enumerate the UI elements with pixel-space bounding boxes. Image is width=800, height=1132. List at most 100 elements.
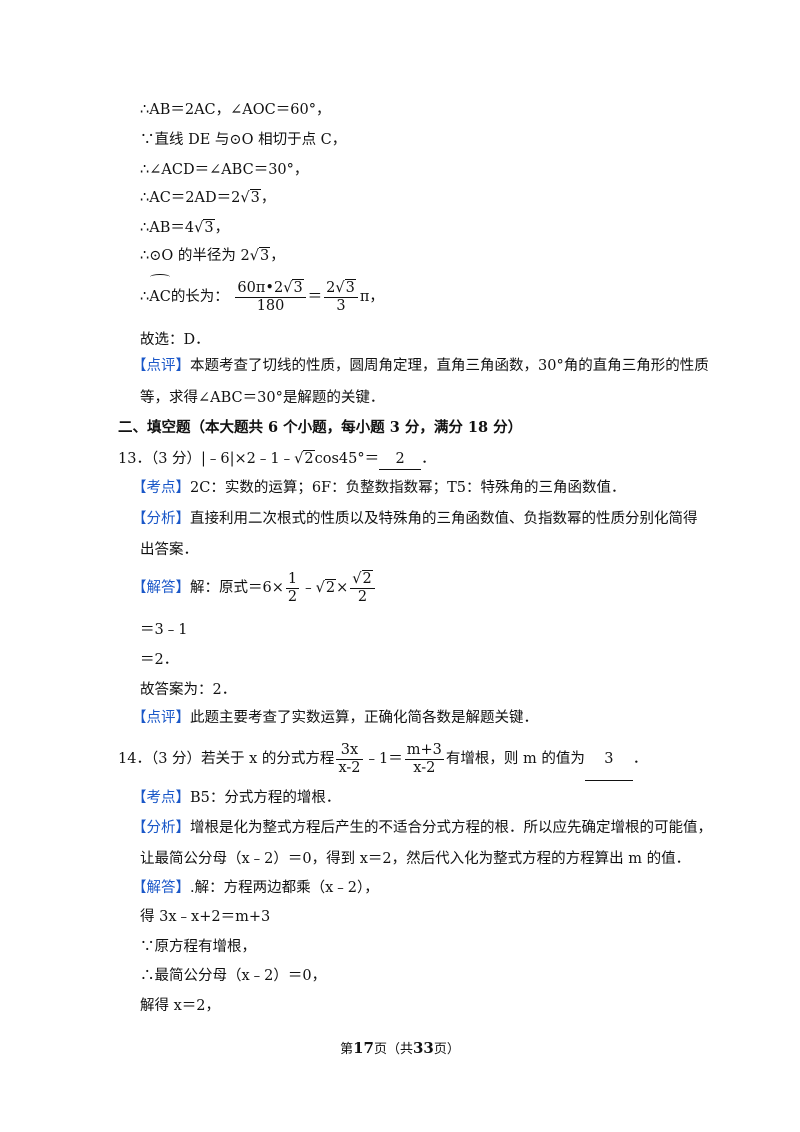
text: 直接利用二次根式的性质以及特殊角的三角函数值、负指数幂的性质分别化简得 bbox=[190, 511, 698, 527]
fraction-m-plus-3: m+3 x-2 bbox=[404, 741, 444, 777]
question-13: 13．（3 分）|﹣6|×2﹣1﹣√2cos45°＝2． bbox=[118, 449, 436, 470]
text: ﹣ bbox=[301, 580, 316, 596]
page-footer: 第17页（共33页） bbox=[0, 1038, 800, 1057]
page-number: 17 bbox=[353, 1039, 374, 1057]
text: cos45°＝ bbox=[314, 451, 380, 467]
sqrt-expr: √3 bbox=[249, 247, 271, 264]
text: B5：分式方程的增根． bbox=[190, 790, 341, 806]
text: π， bbox=[359, 289, 384, 305]
sqrt-expr: √2 bbox=[294, 450, 315, 467]
radicand: 3 bbox=[203, 219, 215, 236]
text: 2C：实数的运算；6F：负整数指数幂；T5：特殊角的三角函数值． bbox=[190, 480, 626, 496]
q13-dianping: 【点评】此题主要考查了实数运算，正确化简各数是解题关键． bbox=[132, 708, 538, 728]
proof-line-4: ∴AC＝2AD＝2√3， bbox=[140, 188, 275, 208]
numerator: 1 bbox=[285, 570, 300, 589]
denominator: x-2 bbox=[338, 759, 361, 776]
text: ∴⊙O 的半径为 2 bbox=[140, 248, 250, 264]
q14-step-2: ∵原方程有增根， bbox=[140, 939, 256, 955]
radicand: 3 bbox=[249, 189, 261, 206]
numerator: 3x bbox=[336, 742, 363, 760]
num-text: 60π•2 bbox=[237, 279, 284, 296]
denominator: x-2 bbox=[413, 759, 436, 776]
text: 页（共 bbox=[373, 1042, 413, 1057]
question-14: 14．（3 分）若关于 x 的分式方程 3x x-2 ﹣1＝ m+3 x-2 有… bbox=[118, 738, 647, 781]
text: ． bbox=[421, 451, 436, 467]
q13-step-1: ＝3﹣1 bbox=[140, 622, 188, 638]
denominator: 2 bbox=[357, 588, 368, 605]
radicand: 2 bbox=[324, 579, 337, 596]
fraction-half: 1 2 bbox=[285, 570, 300, 606]
q14-jieda: 【解答】.解：方程两边都乘（x﹣2）， bbox=[132, 878, 379, 898]
text: ， bbox=[214, 220, 230, 236]
numerator: 60π•2√3 bbox=[235, 278, 306, 298]
dianping-tag: 【点评】 bbox=[132, 710, 190, 726]
q14-kaodian: 【考点】B5：分式方程的增根． bbox=[132, 788, 340, 808]
fraction-result: 2√3 3 bbox=[324, 278, 358, 315]
proof-line-7: ∴AC的长为： 60π•2√3 180 ＝ 2√3 3 π， bbox=[140, 274, 384, 318]
proof-line-5: ∴AB＝4√3， bbox=[140, 218, 229, 238]
sqrt-expr: √3 bbox=[335, 278, 356, 296]
answer-blank: 3 bbox=[584, 738, 633, 781]
q13-jieda: 【解答】解：原式＝6× 1 2 ﹣√2× √2 2 bbox=[132, 568, 377, 608]
text: 此题主要考查了实数运算，正确化简各数是解题关键． bbox=[190, 710, 538, 726]
radicand: 3 bbox=[258, 247, 271, 264]
jieda-tag: 【解答】 bbox=[132, 880, 190, 896]
text: 解：原式＝6× bbox=[190, 580, 284, 596]
q14-fenxi-2: 让最简公分母（x﹣2）＝0，得到 x＝2，然后代入化为整式方程的方程算出 m 的… bbox=[140, 851, 691, 867]
text: 第 bbox=[340, 1042, 354, 1057]
denominator: 2 bbox=[287, 588, 298, 605]
text: 本题考查了切线的性质，圆周角定理，直角三角函数，30°角的直角三角形的性质 bbox=[190, 358, 709, 374]
fenxi-tag: 【分析】 bbox=[132, 511, 190, 527]
q14-fenxi-1: 【分析】增根是化为整式方程后产生的不适合分式方程的根．所以应先确定增根的可能值， bbox=[132, 818, 712, 838]
text: 13．（3 分）|﹣6|×2﹣1﹣ bbox=[118, 451, 295, 467]
q13-fenxi-1: 【分析】直接利用二次根式的性质以及特殊角的三角函数值、负指数幂的性质分别化简得 bbox=[132, 509, 698, 529]
fraction-3x: 3x x-2 bbox=[336, 742, 363, 777]
denominator: 180 bbox=[256, 297, 285, 314]
jieda-tag: 【解答】 bbox=[132, 580, 190, 596]
q13-fenxi-2: 出答案． bbox=[140, 542, 198, 558]
radicand: 2 bbox=[303, 450, 315, 467]
text: ＝ bbox=[307, 289, 323, 305]
text: 页） bbox=[433, 1042, 460, 1057]
answer-blank: 2 bbox=[379, 449, 422, 470]
text: ， bbox=[260, 190, 276, 206]
q14-step-4: 解得 x＝2， bbox=[140, 998, 221, 1014]
sqrt-expr: √3 bbox=[194, 219, 215, 236]
q13-step-2: ＝2． bbox=[140, 652, 179, 668]
fraction-sqrt2-over-2: √2 2 bbox=[350, 569, 375, 606]
radicand: 3 bbox=[344, 278, 356, 296]
radicand: 2 bbox=[361, 569, 373, 587]
arc-symbol: AC bbox=[149, 274, 171, 318]
proof-line-2: ∵直线 DE 与⊙O 相切于点 C， bbox=[140, 132, 347, 148]
sqrt-expr: √3 bbox=[240, 189, 261, 206]
text: .解：方程两边都乘（x﹣2）， bbox=[190, 880, 379, 896]
kaodian-tag: 【考点】 bbox=[132, 480, 190, 496]
text: ∴ bbox=[140, 289, 150, 305]
q14-step-1: 得 3x﹣x+2＝m+3 bbox=[140, 909, 271, 925]
review-tag: 【点评】 bbox=[132, 358, 190, 374]
kaodian-tag: 【考点】 bbox=[132, 790, 190, 806]
numerator: m+3 bbox=[404, 741, 444, 760]
text: ． bbox=[632, 751, 648, 767]
text: ∴AC＝2AD＝2 bbox=[140, 190, 241, 206]
q13-kaodian: 【考点】2C：实数的运算；6F：负整数指数幂；T5：特殊角的三角函数值． bbox=[132, 478, 626, 498]
text: 增根是化为整式方程后产生的不适合分式方程的根．所以应先确定增根的可能值， bbox=[190, 820, 712, 836]
numerator: √2 bbox=[350, 569, 375, 589]
text: ， bbox=[270, 248, 285, 264]
review-line-2: 等，求得∠ABC＝30°是解题的关键． bbox=[140, 390, 385, 406]
sqrt-expr: √2 bbox=[352, 569, 373, 587]
section-title: 二、填空题（本大题共 6 个小题，每小题 3 分，满分 18 分） bbox=[118, 419, 523, 436]
sqrt-expr: √2 bbox=[315, 579, 337, 596]
sqrt-expr: √3 bbox=[283, 278, 304, 296]
fraction-arc-length: 60π•2√3 180 bbox=[235, 278, 306, 315]
proof-line-1: ∴AB＝2AC，∠AOC＝60°， bbox=[140, 102, 331, 118]
text: 有增根，则 m 的值为 bbox=[445, 751, 585, 767]
text: 14．（3 分）若关于 x 的分式方程 bbox=[118, 751, 335, 767]
review-line-1: 【点评】本题考查了切线的性质，圆周角定理，直角三角函数，30°角的直角三角形的性… bbox=[132, 356, 709, 376]
q14-step-3: ∴最简公分母（x﹣2）＝0， bbox=[140, 968, 327, 984]
num-text: 2 bbox=[326, 279, 336, 296]
proof-line-3: ∴∠ACD＝∠ABC＝30°， bbox=[140, 162, 309, 178]
text: × bbox=[336, 580, 349, 596]
q13-step-3: 故答案为：2． bbox=[140, 682, 237, 698]
proof-conclusion: 故选：D． bbox=[140, 332, 210, 348]
